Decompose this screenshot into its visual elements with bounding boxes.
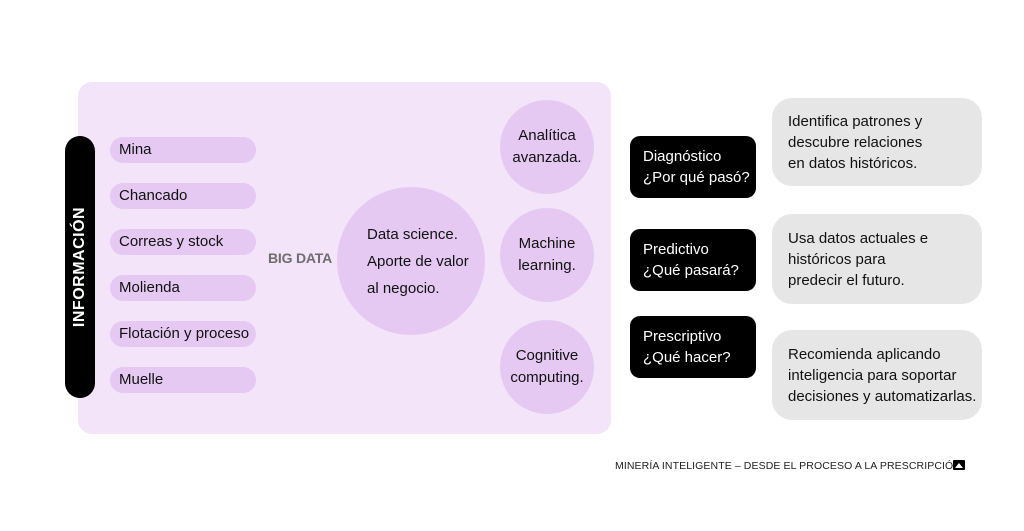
source-pill-mina: Mina <box>110 137 256 163</box>
tech-circle-machine-learning: Machine learning. <box>500 208 594 302</box>
central-line: Data science. <box>367 225 458 243</box>
tech-line: avanzada. <box>512 149 582 166</box>
analytics-question: ¿Qué hacer? <box>643 349 731 366</box>
source-pill-muelle: Muelle <box>110 367 256 393</box>
tech-line: learning. <box>518 257 576 274</box>
description-line: históricos para <box>788 250 886 268</box>
description-line: Usa datos actuales e <box>788 229 929 247</box>
source-pill-molienda: Molienda <box>110 275 256 301</box>
information-label-bar: INFORMACIÓN <box>65 136 95 398</box>
tech-circle-analytics: Analítica avanzada. <box>500 100 594 194</box>
analytics-question: ¿Qué pasará? <box>643 262 739 279</box>
information-label: INFORMACIÓN <box>71 206 88 328</box>
analytics-question: ¿Por qué pasó? <box>643 169 750 186</box>
tech-circle-cognitive: Cognitive computing. <box>500 320 594 414</box>
central-line: al negocio. <box>367 279 440 297</box>
tech-line: Cognitive <box>515 347 579 364</box>
big-data-label: BIG DATA <box>268 250 332 266</box>
description-line: descubre relaciones <box>788 133 923 151</box>
tech-line: Analítica <box>518 127 576 144</box>
footer-caption: MINERÍA INTELIGENTE – DESDE EL PROCESO A… <box>615 460 964 472</box>
tech-line: computing. <box>510 369 584 386</box>
description-line: inteligencia para soportar <box>788 366 957 384</box>
analytics-type-diagnostic: Diagnóstico ¿Por qué pasó? <box>630 136 756 198</box>
analytics-type-predictive: Predictivo ¿Qué pasará? <box>630 229 756 291</box>
data-science-circle: Data science. Aporte de valor al negocio… <box>337 187 485 335</box>
tech-line: Machine <box>518 235 576 252</box>
analytics-title: Prescriptivo <box>643 328 722 345</box>
analytics-title: Predictivo <box>643 241 709 258</box>
source-pill-correas: Correas y stock <box>110 229 256 255</box>
description-line: en datos históricos. <box>788 154 918 172</box>
source-pill-chancado: Chancado <box>110 183 256 209</box>
description-line: decisiones y automatizarlas. <box>788 387 977 405</box>
central-line: Aporte de valor <box>367 252 469 270</box>
analytics-description-prescriptive: Recomienda aplicando inteligencia para s… <box>772 330 982 420</box>
description-line: predecir el futuro. <box>788 271 905 289</box>
analytics-type-prescriptive: Prescriptivo ¿Qué hacer? <box>630 316 756 378</box>
source-pill-flotacion: Flotación y proceso <box>110 321 256 347</box>
analytics-description-predictive: Usa datos actuales e históricos para pre… <box>772 214 982 304</box>
description-line: Recomienda aplicando <box>788 345 941 363</box>
analytics-title: Diagnóstico <box>643 148 722 165</box>
mountain-logo-icon <box>953 460 965 470</box>
description-line: Identifica patrones y <box>788 112 923 130</box>
analytics-description-diagnostic: Identifica patrones y descubre relacione… <box>772 98 982 186</box>
